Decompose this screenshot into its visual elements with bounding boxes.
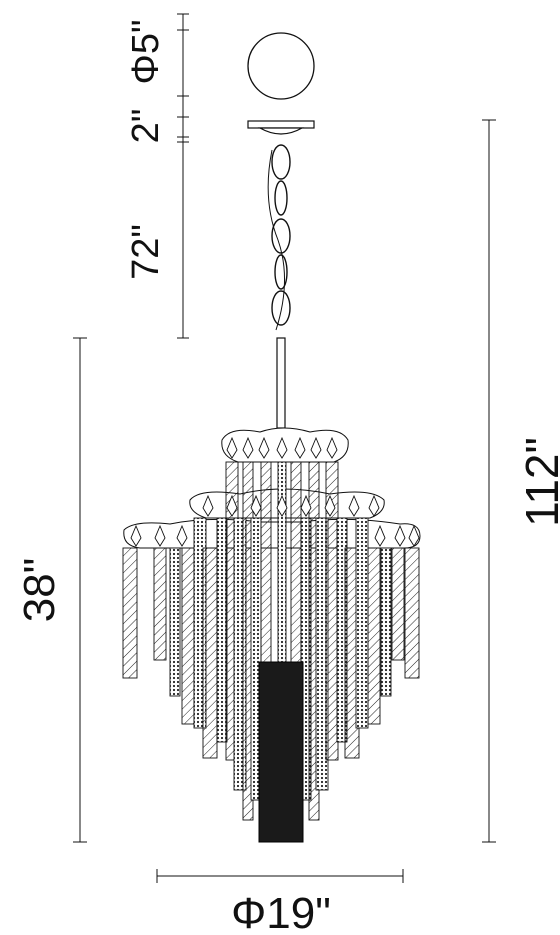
crystal-droplet	[202, 494, 214, 517]
crystal-strand	[277, 461, 287, 663]
crystal-strand	[367, 547, 381, 725]
crystal-droplet	[324, 494, 336, 517]
chandelier-body	[122, 427, 421, 821]
crystal-strand	[404, 547, 420, 679]
crystal-droplet	[242, 436, 254, 459]
chain-link	[274, 180, 288, 216]
crystal-droplet	[130, 524, 142, 547]
canopy-top-view	[247, 32, 315, 100]
chain-link	[274, 254, 288, 290]
crystal-droplet	[368, 494, 380, 517]
crystal-strand	[153, 547, 167, 661]
canopy-diameter-label: Φ5"	[125, 20, 167, 85]
central-crystal-column	[258, 661, 304, 843]
crystal-strand	[380, 547, 392, 697]
canopy-height-label: 2"	[125, 109, 167, 144]
fixture-height-label: 38"	[15, 558, 64, 623]
chain-length-label: 72"	[125, 224, 167, 280]
chain-link	[271, 144, 291, 180]
crystal-strand	[355, 517, 369, 729]
crystal-droplet	[294, 436, 306, 459]
power-cord	[267, 149, 285, 331]
dimension-lines	[73, 13, 496, 883]
chain-link	[271, 218, 291, 254]
crystal-droplet	[300, 494, 312, 517]
crystal-droplet	[276, 436, 288, 459]
crystal-droplet	[310, 436, 322, 459]
chain	[267, 144, 291, 331]
down-rod	[276, 337, 286, 429]
crystal-droplet	[348, 494, 360, 517]
overall-height-label: 112"	[516, 437, 560, 527]
crystal-droplet	[374, 524, 386, 547]
crystal-strand	[391, 547, 405, 661]
crystal-strand	[181, 547, 195, 725]
chain-link	[271, 290, 291, 326]
crystal-droplet	[250, 494, 262, 517]
crystal-strand	[122, 547, 138, 679]
crystal-strand	[216, 517, 228, 743]
crystal-droplet	[154, 524, 166, 547]
crystal-droplet	[226, 436, 238, 459]
crystal-strand	[202, 547, 218, 759]
ceiling-canopy	[247, 120, 315, 135]
crystal-droplet	[226, 494, 238, 517]
crystal-strand	[169, 547, 181, 697]
crystal-droplet	[408, 524, 420, 547]
crystal-droplet	[326, 436, 338, 459]
crystal-droplet	[394, 524, 406, 547]
crystal-droplet	[276, 494, 288, 517]
fixture-diameter-label: Φ19"	[231, 889, 331, 935]
crystal-droplet	[258, 436, 270, 459]
crystal-droplet	[176, 524, 188, 547]
